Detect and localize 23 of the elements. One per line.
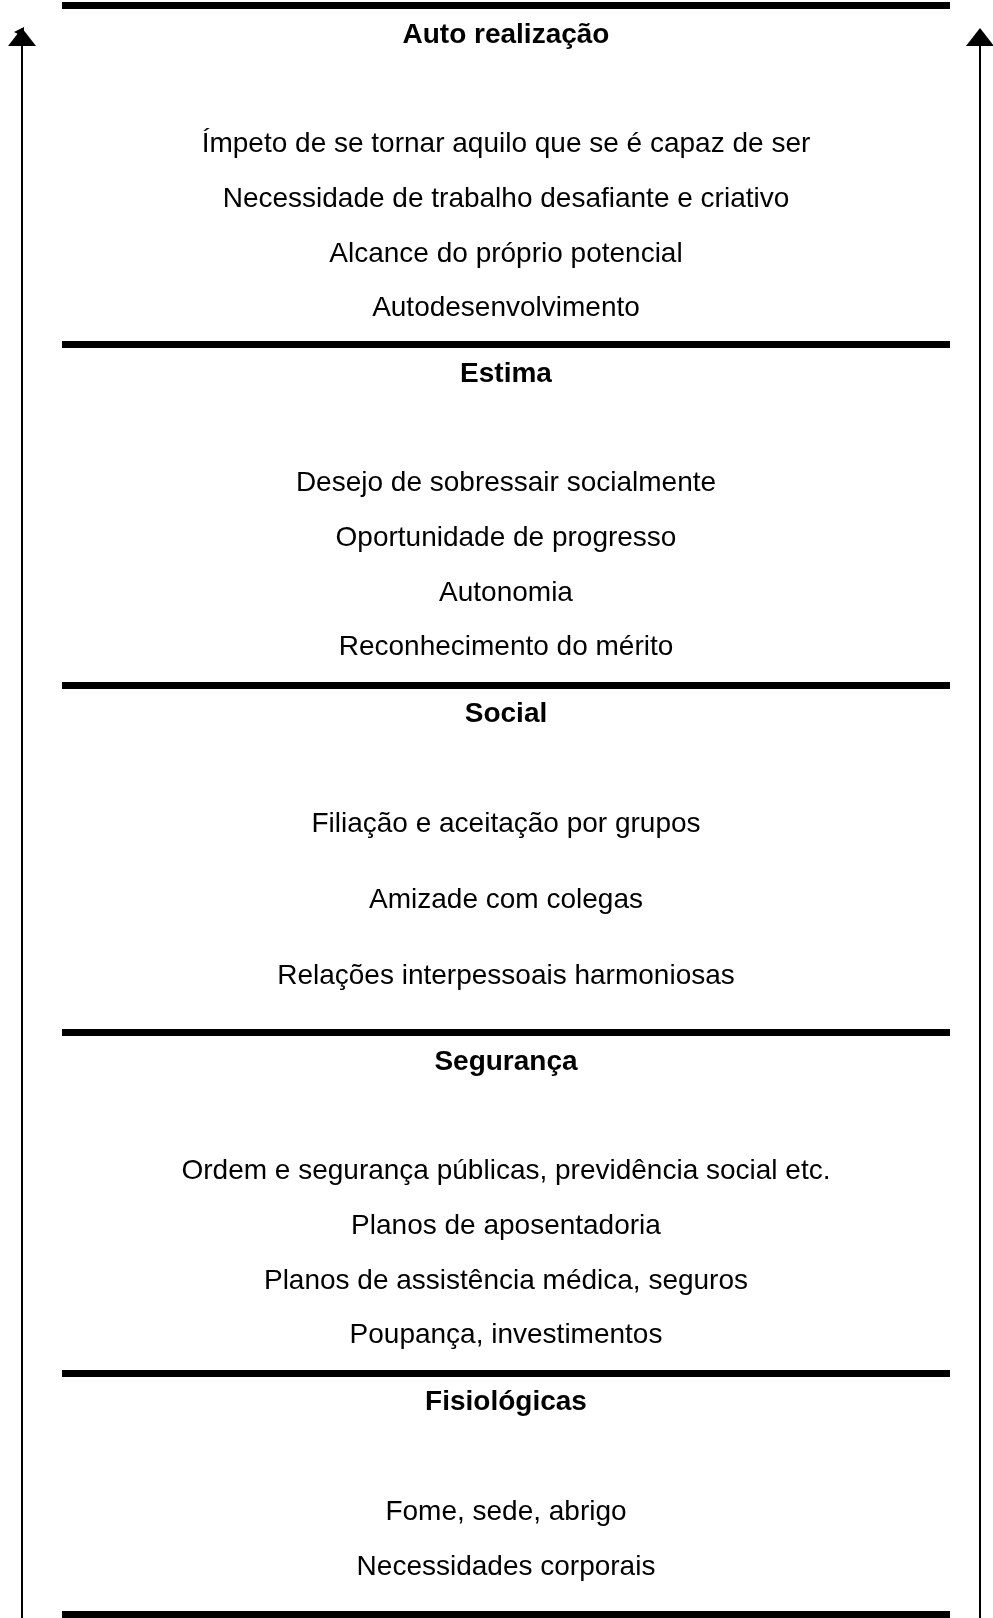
need-item: Planos de assistência médica, seguros [262, 1263, 749, 1297]
need-item: Fome, sede, abrigo [384, 1494, 628, 1528]
level-heading: Estima [459, 356, 553, 390]
need-item: Ímpeto de se tornar aquilo que se é capaz de ser [200, 126, 812, 160]
need-item: Ordem e segurança públicas, previdência social etc. [180, 1153, 832, 1187]
level-heading: Segurança [433, 1044, 579, 1078]
hierarchy-level [62, 1370, 950, 1618]
need-item: Relações interpessoais harmoniosas [276, 958, 736, 992]
need-item: Autonomia [438, 575, 574, 609]
need-item: Alcance do próprio potencial [328, 236, 684, 270]
level-heading: Fisiológicas [424, 1384, 588, 1418]
need-item: Autodesenvolvimento [371, 290, 641, 324]
need-item: Necessidades corporais [355, 1549, 657, 1583]
level-heading: Social [463, 696, 549, 730]
need-item: Poupança, investimentos [348, 1317, 664, 1351]
level-heading: Auto realização [401, 17, 611, 51]
need-item: Oportunidade de progresso [334, 520, 678, 554]
need-item: Amizade com colegas [368, 882, 644, 916]
need-item: Filiação e aceitação por grupos [310, 806, 702, 840]
need-item: Planos de aposentadoria [350, 1208, 662, 1242]
need-item: Reconhecimento do mérito [337, 629, 675, 663]
need-item: Desejo de sobressair socialmente [294, 465, 718, 499]
need-item: Necessidade de trabalho desafiante e criativo [221, 181, 791, 215]
